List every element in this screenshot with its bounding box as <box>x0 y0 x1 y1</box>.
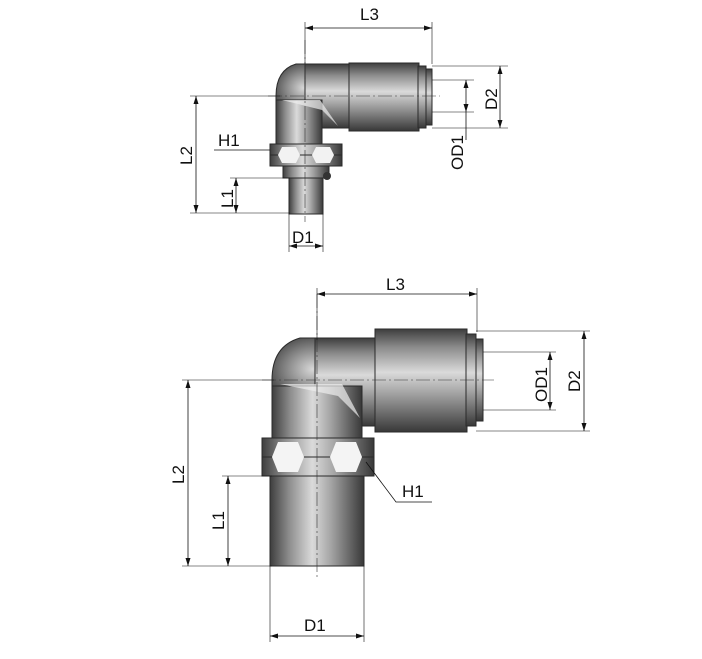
top-dim-OD1: OD1 <box>448 135 467 170</box>
top-dim-H1: H1 <box>218 131 240 150</box>
top-bend-highlight <box>282 100 338 126</box>
bottom-nut-flat <box>272 442 304 472</box>
bottom-dim-H1: H1 <box>402 482 424 501</box>
top-dim-D2: D2 <box>482 88 501 110</box>
bottom-dim-L3: L3 <box>386 275 405 294</box>
bottom-dim-L2: L2 <box>169 465 188 484</box>
top-dim-D1: D1 <box>292 228 314 247</box>
top-dim-L2: L2 <box>177 146 196 165</box>
bottom-dim-OD1: OD1 <box>532 367 551 402</box>
top-collet-ring-end <box>425 68 433 126</box>
top-dim-L3: L3 <box>360 5 379 24</box>
bottom-fitting <box>261 328 484 567</box>
bottom-dim-D1: D1 <box>304 616 326 635</box>
bottom-collet-housing <box>374 328 468 433</box>
top-collar <box>282 165 330 179</box>
top-collet-ring <box>417 65 427 129</box>
top-fitting <box>269 62 433 215</box>
bottom-nut-flat <box>330 442 362 472</box>
top-oring <box>323 172 331 180</box>
bottom-dim-L1: L1 <box>209 511 228 530</box>
top-collet-housing <box>348 62 420 132</box>
top-nut-flat <box>312 147 334 163</box>
bottom-bend-highlight <box>280 384 360 418</box>
top-nut-flat <box>278 147 300 163</box>
top-thread-stub <box>288 177 324 215</box>
top-dim-L1: L1 <box>218 189 237 208</box>
bottom-dim-D2: D2 <box>565 370 584 392</box>
